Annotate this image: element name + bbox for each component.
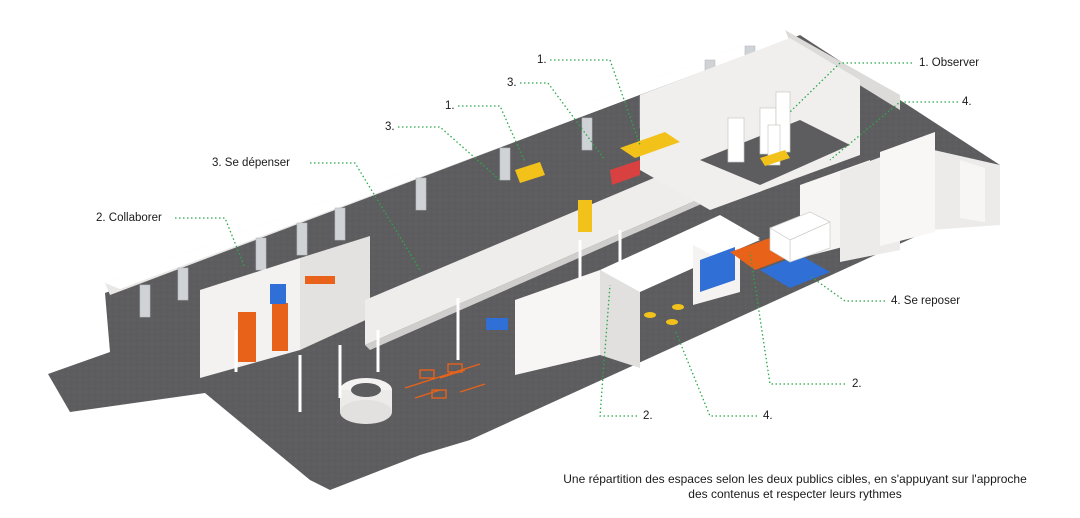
partition-right-c <box>880 132 935 246</box>
round-tunnel-hole <box>351 383 381 397</box>
pod-screen <box>700 247 735 292</box>
leader-one-top <box>550 59 641 146</box>
partition-middle-long <box>365 150 720 345</box>
leader-observer <box>789 62 912 113</box>
yellow-floor-mark <box>760 150 790 166</box>
orange-shelf <box>305 276 335 284</box>
partition-front-center-side <box>600 270 640 368</box>
orange-door-b <box>272 303 288 351</box>
yellow-zone-mid <box>515 162 545 183</box>
blue-box-floor <box>486 318 508 330</box>
label-collaborer: 2. Collaborer <box>96 212 162 224</box>
observer-columns <box>727 91 791 166</box>
white-poles <box>234 230 622 412</box>
pod-box-top <box>693 228 760 258</box>
label-se-depenser: 3. Se dépenser <box>212 157 291 169</box>
leader-two-bottom <box>599 284 637 417</box>
yellow-zone-top <box>620 132 680 158</box>
caption-line-2: des contenus et respecter leurs rythmes <box>688 487 902 501</box>
room-observer-wall <box>640 38 860 210</box>
floor-game-marks <box>404 363 486 399</box>
label-one-mid: 1. <box>445 100 455 112</box>
leader-four-bottom <box>674 329 757 417</box>
yellow-panel <box>578 200 592 232</box>
storage-cubes <box>769 211 831 263</box>
red-element <box>610 160 640 185</box>
figure-caption: Une répartition des espaces selon les de… <box>520 472 1070 502</box>
leader-collaborer <box>175 217 246 269</box>
back-wall-top <box>105 30 800 289</box>
label-three-mid: 3. <box>385 121 395 133</box>
blue-mat <box>760 255 830 288</box>
label-two-right: 2. <box>852 378 862 390</box>
round-tunnel-base <box>340 400 392 424</box>
label-one-top: 1. <box>537 54 547 66</box>
label-se-reposer: 4. Se reposer <box>891 295 961 307</box>
label-observer: 1. Observer <box>919 57 980 69</box>
leader-se-reposer <box>809 275 885 302</box>
leader-se-depenser <box>310 162 421 271</box>
label-four-top: 4. <box>962 96 972 108</box>
label-two-bottom: 2. <box>643 410 653 422</box>
label-three-top: 3. <box>507 77 517 89</box>
partition-middle-shade <box>365 190 724 350</box>
side-wall-right-panel <box>960 160 985 222</box>
stools <box>644 304 684 325</box>
leader-lines <box>175 59 958 417</box>
leader-three-top <box>520 82 606 161</box>
label-four-bottom: 4. <box>763 410 773 422</box>
partition-collaborer-side <box>300 236 370 350</box>
orange-door-a <box>238 312 256 362</box>
leader-two-right <box>749 251 845 385</box>
caption-line-1: Une répartition des espaces selon les de… <box>563 472 1027 486</box>
blue-cabinet <box>270 284 286 304</box>
partition-front-center <box>515 270 600 375</box>
